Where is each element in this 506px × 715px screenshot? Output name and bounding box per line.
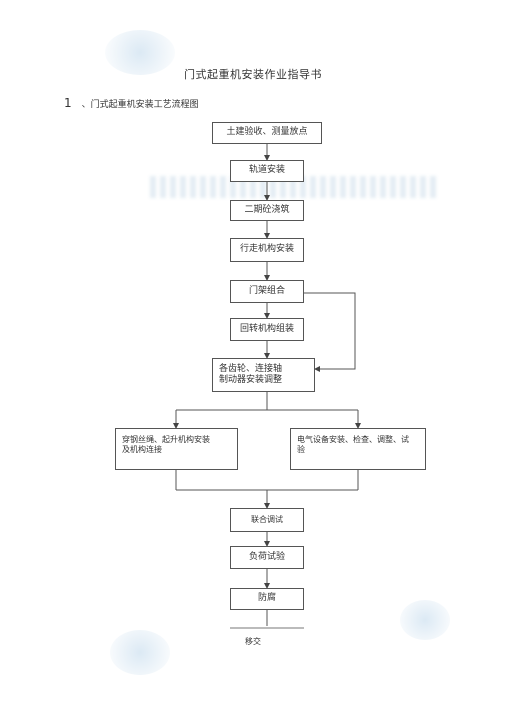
watermark	[150, 176, 440, 198]
section-number: 1	[64, 96, 72, 110]
document-title: 门式起重机安装作业指导书	[184, 68, 322, 81]
flow-step-civil-acceptance: 土建验收、测量放点	[212, 122, 322, 144]
background-cloud-mark	[105, 30, 175, 75]
flow-step-electrical-equipment-label: 电气设备安装、检查、调整、试 验	[297, 435, 409, 454]
flow-step-secondary-grouting: 二期砼浇筑	[230, 200, 304, 221]
flow-step-electrical-equipment: 电气设备安装、检查、调整、试 验	[290, 428, 426, 470]
section-heading: 1 、门式起重机安装工艺流程图	[64, 96, 199, 110]
flow-step-slewing-mechanism: 回转机构组装	[230, 318, 304, 341]
flow-step-gears-brakes: 各齿轮、连接轴 制动器安装调整	[212, 358, 315, 392]
flow-step-load-test: 负荷试验	[230, 546, 304, 569]
flow-step-gears-brakes-label: 各齿轮、连接轴 制动器安装调整	[219, 363, 283, 385]
flow-step-anticorrosion: 防腐	[230, 588, 304, 610]
flow-step-wire-rope-lifting-label: 穿钢丝绳、起升机构安装 及机构连接	[122, 435, 210, 454]
flow-step-handover: 移交	[245, 637, 261, 646]
background-cloud-mark	[110, 630, 170, 675]
flow-step-wire-rope-lifting: 穿钢丝绳、起升机构安装 及机构连接	[115, 428, 238, 470]
flow-step-portal-assembly: 门架组合	[230, 280, 304, 303]
flow-step-track-installation: 轨道安装	[230, 160, 304, 182]
section-title: 、门式起重机安装工艺流程图	[81, 100, 199, 110]
background-cloud-mark	[400, 600, 450, 640]
flow-step-travel-mechanism: 行走机构安装	[230, 238, 304, 262]
flow-step-joint-commissioning: 联合调试	[230, 508, 304, 532]
